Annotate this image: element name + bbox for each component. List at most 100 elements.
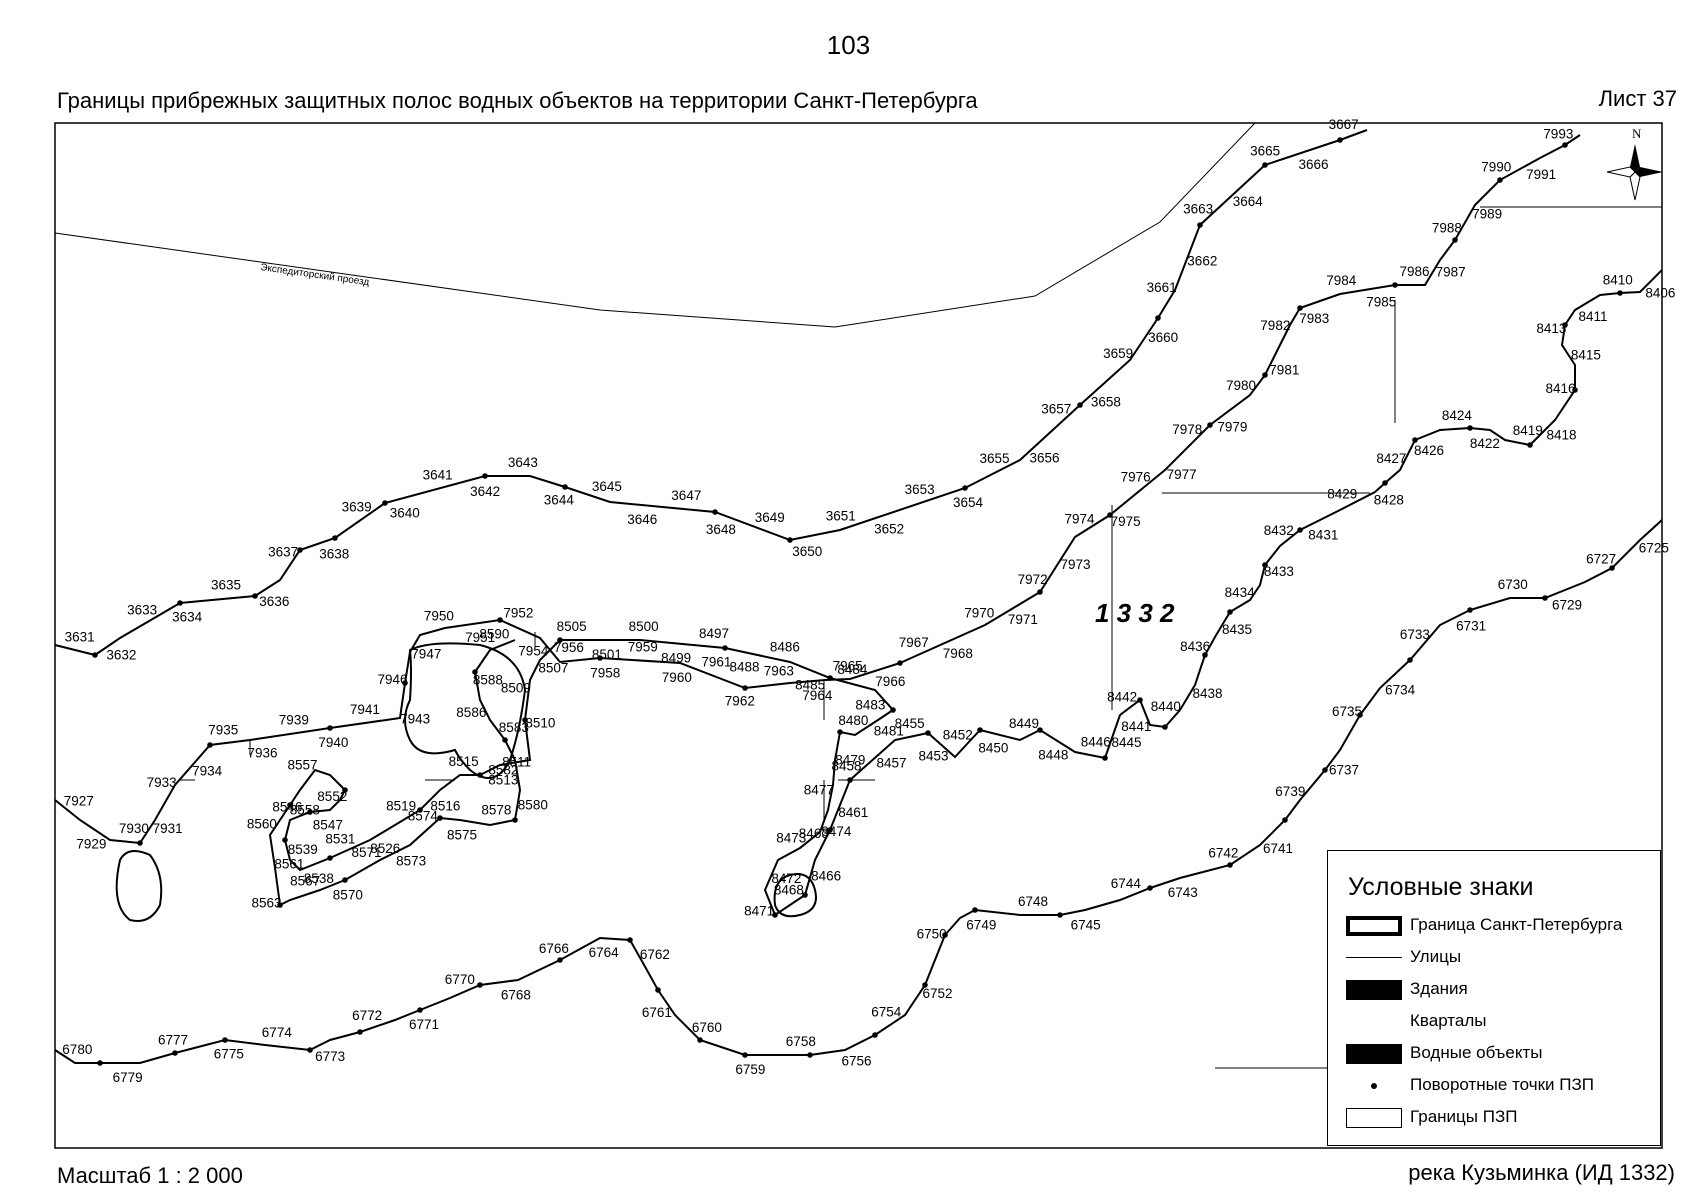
point-label: 3641 [423,468,453,483]
point-label: 8426 [1414,443,1444,458]
point-label: 6744 [1111,876,1142,891]
point-label: 7930 [119,821,149,836]
point-label: 8526 [370,841,400,856]
point-label: 6762 [640,947,670,962]
point-label: 7935 [208,722,238,737]
point-label: 7967 [899,635,929,650]
point-label: 8483 [855,698,885,713]
point-label: 8588 [473,672,503,687]
legend-item-street: Улицы [1346,945,1656,971]
point-label: 7939 [279,712,309,727]
pzp-line-right-bank [268,269,1663,917]
legend-label: Кварталы [1410,1011,1487,1030]
point-label: 8501 [592,647,622,662]
legend-item-turning-point: Поворотные точки ПЗП [1346,1073,1656,1099]
legend-title: Условные знаки [1348,873,1534,901]
point-label: 8428 [1374,492,1404,507]
north-label: N [1632,126,1642,141]
point-label: 8448 [1038,747,1068,762]
building-symbol-icon [1346,980,1402,1000]
legend-item-city-border: Граница Санкт-Петербурга [1346,913,1656,939]
point-label: 7929 [76,837,106,852]
point-label: 8453 [919,749,949,764]
point-label: 6737 [1329,762,1359,777]
point-label: 8413 [1536,321,1566,336]
point-label: 7993 [1543,126,1573,141]
point-label: 3640 [390,506,420,521]
point-label: 8560 [247,816,277,831]
point-label: 7941 [350,702,380,717]
point-label: 8580 [518,797,548,812]
point-label: 8468 [774,883,804,898]
point-label: 8485 [795,678,825,693]
point-label: 3645 [592,479,622,494]
point-label: 7988 [1432,221,1462,236]
point-label: 6772 [352,1008,382,1023]
point-label: 6775 [214,1047,244,1062]
pzp-loop-inner [404,642,527,779]
point-label: 8500 [629,619,659,634]
point-label: 8583 [499,720,529,735]
pzp-line-left-bank [54,134,1581,845]
point-label: 8418 [1547,427,1577,442]
point-label: 8466 [811,869,841,884]
point-label: 6742 [1208,846,1238,861]
point-label: 7985 [1366,295,1396,310]
point-label: 8586 [456,705,486,720]
point-label: 3655 [980,451,1010,466]
point-label: 3636 [259,594,289,609]
point-label: 8445 [1112,735,1142,750]
water-symbol-icon [1346,1044,1402,1064]
point-label: 6748 [1018,894,1048,909]
point-label: 3659 [1103,346,1133,361]
point-label: 7936 [248,745,278,760]
point-label: 7959 [628,640,658,655]
point-label: 8455 [895,716,925,731]
point-label: 8458 [832,758,862,773]
point-label: 8558 [290,803,320,818]
point-label: 8432 [1264,523,1294,538]
point-label: 3634 [172,610,203,625]
point-label: 8424 [1442,408,1473,423]
pzp-loop-left [115,850,163,922]
point-label: 6761 [642,1005,672,1020]
point-label: 6727 [1586,551,1616,566]
point-label: 8510 [525,716,555,731]
point-label: 7986 [1400,264,1430,279]
point-label: 8505 [557,619,587,634]
point-label: 8582 [488,763,518,778]
point-label: 7982 [1260,318,1290,333]
point-label: 3650 [792,544,822,559]
pzp-loop-small [773,873,817,918]
point-label: 7956 [554,640,584,655]
point-label: 8471 [744,904,774,919]
point-label: 6725 [1639,540,1669,555]
point-label: 8473 [776,830,806,845]
point-label: 8516 [430,798,460,813]
point-label: 8571 [352,845,382,860]
point-label: 8434 [1225,585,1256,600]
point-label: 6749 [966,918,996,933]
point-label: 8497 [699,626,729,641]
point-label: 7975 [1111,514,1141,529]
point-label: 6774 [262,1025,293,1040]
point-label: 7927 [64,793,94,808]
point-label: 6758 [786,1034,816,1049]
point-label: 6773 [315,1049,345,1064]
point-label: 8567 [290,874,320,889]
point-label: 8436 [1180,639,1210,654]
point-label: 6731 [1456,619,1486,634]
point-label: 7984 [1326,273,1357,288]
point-label: 7951 [465,630,495,645]
point-label: 7966 [875,674,905,689]
point-label: 8480 [838,713,868,728]
point-label: 3667 [1329,117,1359,132]
point-label: 8515 [449,754,479,769]
point-label: 7970 [964,606,994,621]
legend-item-pzp-border: Границы ПЗП [1346,1105,1656,1131]
point-label: 6743 [1168,885,1198,900]
point-label: 8484 [837,662,868,677]
point-label: 8427 [1376,451,1406,466]
